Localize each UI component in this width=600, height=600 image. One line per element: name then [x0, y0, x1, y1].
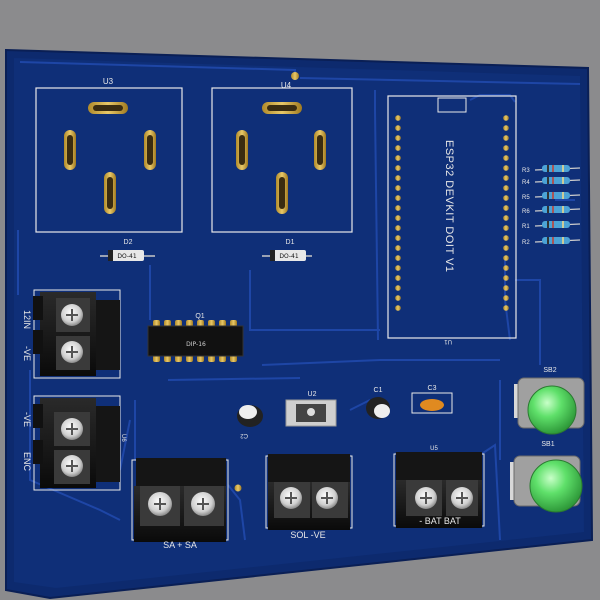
- terminal-block-sol: SOL -VE: [265, 454, 353, 540]
- svg-text:R6: R6: [522, 209, 530, 215]
- relay-u4-designator: U4: [281, 81, 292, 90]
- capacitor-c3-designator: C3: [428, 385, 437, 392]
- relay-u3: U3: [35, 77, 183, 233]
- capacitor-c1: C1: [366, 387, 390, 419]
- svg-text:R5: R5: [522, 195, 530, 201]
- resistor-r3: R3: [522, 165, 581, 174]
- terminal-label-enc: ENC: [22, 452, 32, 472]
- terminal-block-left-bottom: -VE ENC U6: [22, 395, 126, 491]
- diode-d2-designator: D2: [124, 239, 133, 246]
- resistor-r5: R5: [522, 192, 581, 201]
- terminal-label-bat: - BAT BAT: [419, 516, 461, 526]
- ic-q1-package: DIP-16: [186, 341, 206, 348]
- resistor-array: R3 R4 R5 R6 R1: [522, 165, 581, 246]
- relay-u3-designator: U3: [103, 77, 114, 86]
- push-button-sb1-designator: SB1: [541, 441, 554, 448]
- terminal-designator-u6: U6: [120, 434, 126, 442]
- via-pad-bottom: [234, 484, 242, 492]
- ic-q1: Q1 DIP-16: [147, 313, 244, 362]
- capacitor-c2-designator: C2: [240, 432, 248, 438]
- terminal-block-bat: U5 - BAT BAT: [393, 446, 485, 528]
- terminal-label-12in: 12IN: [22, 310, 32, 329]
- terminal-label-ve-top: -VE: [22, 346, 32, 361]
- resistor-r2: R2: [522, 237, 581, 246]
- terminal-label-ve-bottom: -VE: [22, 412, 32, 427]
- svg-text:R3: R3: [522, 168, 530, 174]
- push-button-sb1: SB1: [510, 441, 583, 513]
- diode-d1: D1 DO-41: [262, 239, 312, 261]
- terminal-label-sol: SOL -VE: [290, 530, 325, 540]
- resistor-r4: R4: [522, 177, 581, 186]
- resistor-r6: R6: [522, 206, 581, 215]
- capacitor-c3: C3: [411, 385, 453, 414]
- relay-u4: U4: [211, 81, 353, 233]
- resistor-r1: R1: [522, 221, 581, 230]
- regulator-u2: U2: [285, 391, 337, 427]
- diode-d2-package: DO-41: [117, 253, 136, 260]
- svg-text:R1: R1: [522, 224, 530, 230]
- ic-q1-designator: Q1: [195, 313, 204, 320]
- diode-d2: D2 DO-41: [100, 239, 155, 261]
- terminal-block-left-top: 12IN -VE: [22, 289, 121, 379]
- regulator-u2-designator: U2: [308, 391, 317, 398]
- diode-d1-designator: D1: [286, 239, 295, 246]
- terminal-label-sa: SA + SA: [163, 540, 197, 550]
- esp32-module-designator: U1: [444, 338, 452, 344]
- terminal-block-sa: SA + SA: [131, 458, 229, 550]
- terminal-designator-u5: U5: [430, 446, 438, 452]
- capacitor-c2: C2: [237, 405, 263, 438]
- esp32-module: ESP32 DEVKIT DOIT V1 U1: [387, 95, 517, 344]
- esp32-module-name: ESP32 DEVKIT DOIT V1: [443, 140, 455, 272]
- push-button-sb2: SB2: [514, 367, 585, 435]
- diode-d1-package: DO-41: [279, 253, 298, 260]
- via-pad: [291, 72, 299, 80]
- push-button-sb2-designator: SB2: [543, 367, 556, 374]
- svg-text:R2: R2: [522, 240, 530, 246]
- svg-text:R4: R4: [522, 180, 530, 186]
- capacitor-c1-designator: C1: [374, 387, 383, 394]
